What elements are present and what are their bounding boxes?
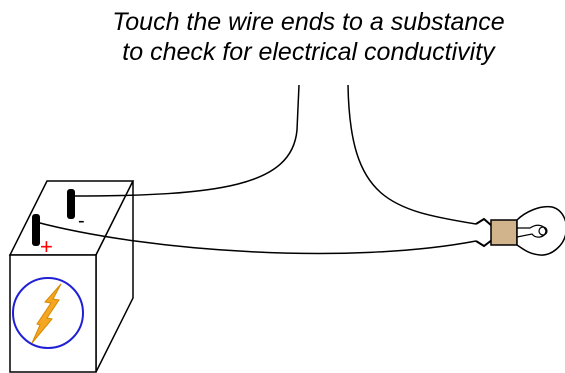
bulb-left-clip bbox=[475, 217, 493, 227]
battery-to-bulb-wire bbox=[35, 221, 477, 255]
wires bbox=[35, 84, 477, 255]
battery-front-face bbox=[9, 254, 97, 373]
positive-terminal bbox=[32, 214, 40, 246]
probe-wire-right bbox=[347, 84, 477, 225]
lightning-ring bbox=[12, 277, 84, 349]
bulb-right-clip bbox=[475, 239, 493, 248]
bulb-glass bbox=[516, 205, 565, 256]
negative-terminal bbox=[67, 189, 75, 219]
lightning-bolt-icon bbox=[31, 283, 62, 344]
bulb-filament-loop bbox=[538, 226, 548, 236]
bulb-filament bbox=[516, 224, 547, 238]
battery-icon: - + bbox=[8, 180, 135, 373]
negative-terminal-label: - bbox=[78, 210, 85, 232]
caption-line-2: to check for electrical conductivity bbox=[122, 38, 495, 66]
light-bulb-icon bbox=[475, 205, 565, 256]
positive-terminal-label: + bbox=[40, 234, 53, 259]
probe-wire-left bbox=[70, 84, 300, 197]
caption-line-1: Touch the wire ends to a substance bbox=[112, 8, 505, 36]
bulb-base bbox=[490, 219, 518, 246]
